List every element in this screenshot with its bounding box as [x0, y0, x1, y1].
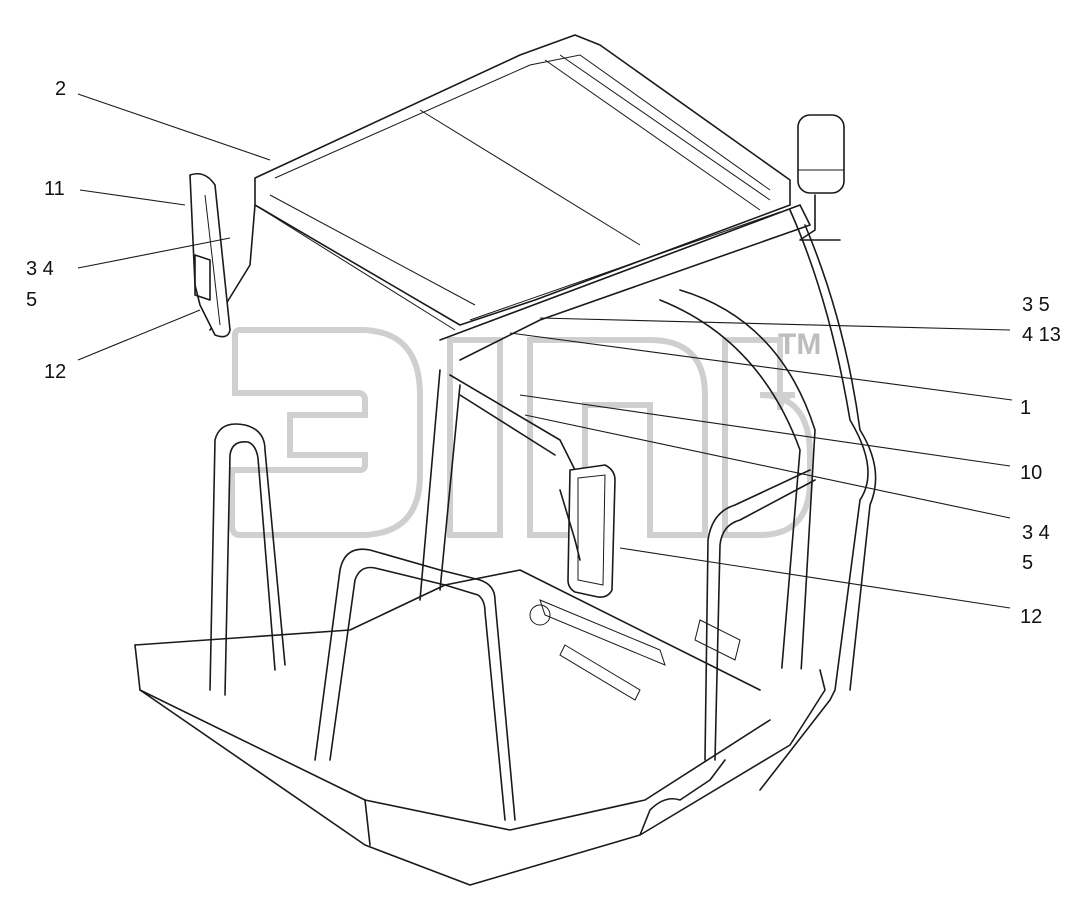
callout-2: 2	[55, 78, 67, 100]
watermark-tm: TM	[778, 328, 822, 361]
right-front-pillar	[759, 209, 869, 791]
beacon-light	[797, 114, 845, 194]
watermark-logo	[229, 327, 813, 538]
leader-lines	[77, 93, 1013, 609]
center-mirror	[567, 464, 616, 598]
callout-11: 11	[44, 178, 65, 200]
callout-10: 10	[1020, 462, 1043, 484]
callout-5-left: 5	[26, 289, 38, 311]
callout-3-5: 3 5	[1022, 294, 1050, 316]
callout-3-4-left: 3 4	[26, 258, 54, 280]
left-handrail	[209, 423, 286, 691]
cab-frame	[134, 34, 877, 886]
callout-12-left: 12	[44, 361, 67, 383]
callout-12-right: 12	[1020, 606, 1043, 628]
callout-1: 1	[1020, 397, 1032, 419]
callout-4-13: 4 13	[1022, 324, 1061, 346]
center-handrail	[314, 548, 516, 821]
floor-base	[134, 644, 826, 886]
callout-3-4-right: 3 4	[1022, 522, 1050, 544]
roof-panel	[254, 34, 791, 326]
callout-5-right: 5	[1022, 552, 1034, 574]
